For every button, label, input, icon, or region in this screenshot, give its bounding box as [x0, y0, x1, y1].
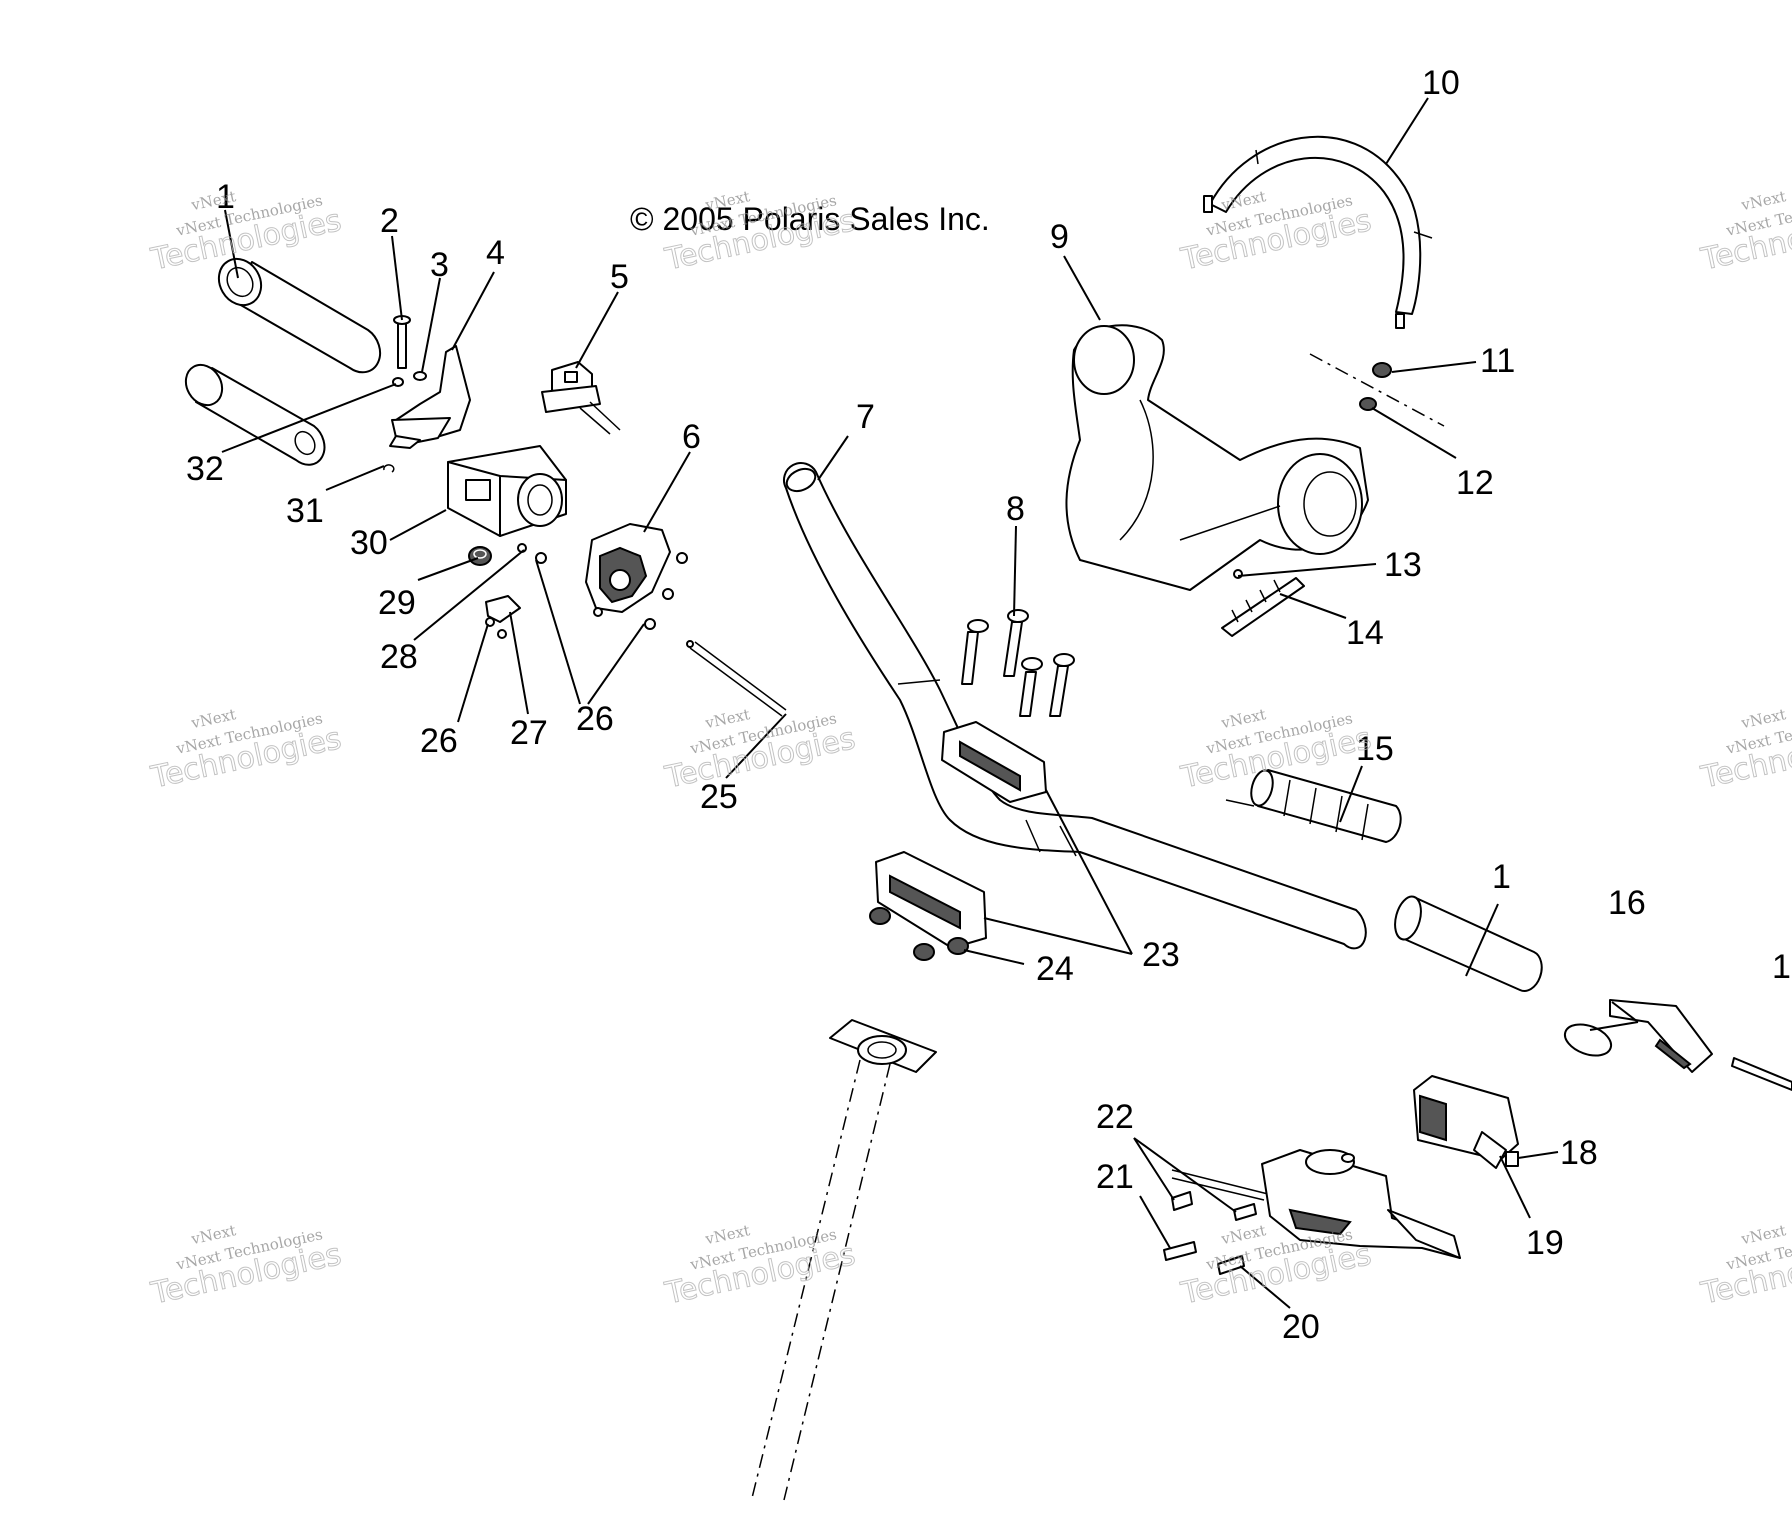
- callout-26-left: 26: [420, 722, 458, 760]
- part-screws-20-22: [1163, 1191, 1257, 1275]
- part-pin: [393, 315, 411, 369]
- callout-22: 22: [1096, 1098, 1134, 1136]
- callout-7: 7: [856, 398, 875, 436]
- part-cable: [686, 640, 787, 717]
- centerline: [1309, 353, 1445, 427]
- callout-2: 2: [380, 202, 399, 240]
- callout-32: 32: [186, 450, 224, 488]
- watermark-tile: vNext vNext Technologies Technologies: [1697, 1221, 1792, 1312]
- watermark-tile: vNext vNext Technologies Technologies: [661, 1221, 859, 1312]
- part-switch-housing: [585, 523, 688, 630]
- callout-29: 29: [378, 584, 416, 622]
- watermark-tile: vNext vNext Technologies Technologies: [1177, 187, 1375, 278]
- callout-13: 13: [1384, 546, 1422, 584]
- leader-lines: [221, 97, 1639, 1309]
- callout-9: 9: [1050, 218, 1069, 256]
- part-cover-plate: [485, 595, 521, 639]
- callout-25: 25: [700, 778, 738, 816]
- callout-11: 11: [1480, 342, 1515, 380]
- part-grip-left-lower: [184, 363, 326, 466]
- part-grip-right: [1394, 895, 1543, 992]
- part-bar-end: [1563, 999, 1713, 1073]
- part-heated-grip: [1225, 769, 1402, 843]
- watermark-tile: vNext vNext Technologies Technologies: [661, 705, 859, 796]
- part-headlight-bracket: [1221, 569, 1305, 637]
- callout-17: 1: [1772, 948, 1791, 986]
- callout-27: 27: [510, 714, 548, 752]
- callout-numbers: 1 2 3 4 5 6 7 8 9 10 11 12 13 14 15 1 16…: [186, 64, 1791, 1346]
- part-throttle-housing: [447, 445, 567, 537]
- callout-18: 18: [1560, 1134, 1598, 1172]
- callout-30: 30: [350, 524, 388, 562]
- callout-15: 15: [1356, 730, 1394, 768]
- callout-28: 28: [380, 638, 418, 676]
- part-hand-guard: [1203, 135, 1433, 329]
- part-throttle-lever: [389, 345, 471, 449]
- watermark-tile: vNext vNext Technologies Technologies: [1697, 705, 1792, 796]
- callout-23: 23: [1142, 936, 1180, 974]
- callout-20: 20: [1282, 1308, 1320, 1346]
- callout-1-right: 1: [1492, 858, 1511, 896]
- part-steering-post: [751, 1019, 937, 1501]
- part-headlight-pod: [1065, 324, 1369, 591]
- part-nut-11: [1372, 362, 1392, 378]
- copyright-text: © 2005 Polaris Sales Inc.: [630, 201, 990, 237]
- watermark-tile: vNext vNext Technologies Technologies: [1697, 187, 1792, 278]
- part-screw-26a: [535, 552, 547, 564]
- part-nuts: [869, 907, 969, 961]
- watermark-tile: vNext vNext Technologies Technologies: [147, 705, 345, 796]
- callout-1-left: 1: [216, 178, 235, 216]
- part-brake-master-cylinder: [1171, 1149, 1461, 1259]
- part-nut-12: [1359, 397, 1377, 411]
- callout-21: 21: [1096, 1158, 1134, 1196]
- part-clip: [383, 464, 395, 473]
- part-handlebar: [783, 462, 1367, 950]
- part-grip-left-upper: [217, 257, 382, 374]
- callout-26-right: 26: [576, 700, 614, 738]
- callout-8: 8: [1006, 490, 1025, 528]
- callout-12: 12: [1456, 464, 1494, 502]
- callout-14: 14: [1346, 614, 1384, 652]
- callout-4: 4: [486, 234, 505, 272]
- callout-10: 10: [1422, 64, 1460, 102]
- watermark-tile: vNext vNext Technologies Technologies: [147, 1221, 345, 1312]
- callout-6: 6: [682, 418, 701, 456]
- part-pin-right: [1731, 1057, 1792, 1091]
- callout-19: 19: [1526, 1224, 1564, 1262]
- callout-3: 3: [430, 246, 449, 284]
- part-washer: [413, 371, 427, 381]
- callout-31: 31: [286, 492, 324, 530]
- part-clamp-lower: [875, 851, 987, 949]
- part-stop-switch: [541, 361, 621, 435]
- callout-16: 16: [1608, 884, 1646, 922]
- part-switch-assembly: [1413, 1075, 1519, 1169]
- callout-5: 5: [610, 258, 629, 296]
- part-bolts: [961, 609, 1075, 717]
- part-nut-29: [468, 546, 492, 566]
- callout-24: 24: [1036, 950, 1074, 988]
